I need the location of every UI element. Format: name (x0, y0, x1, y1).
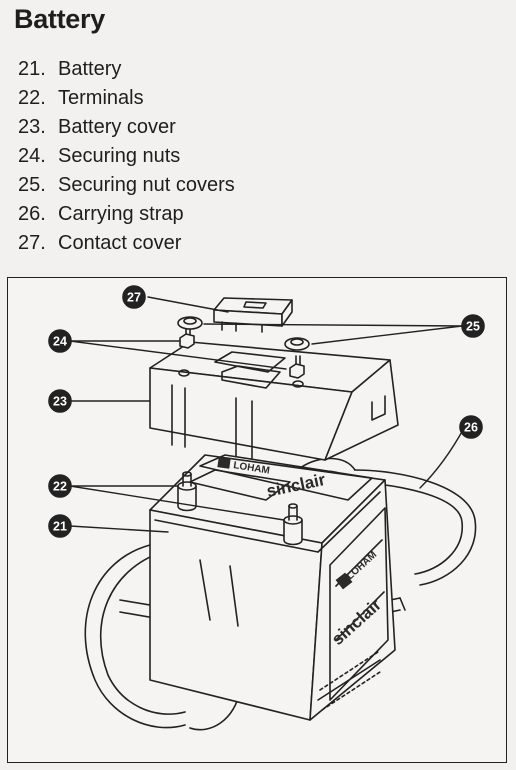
part-item: 21. Battery (18, 55, 235, 84)
part-number: 22. (18, 87, 46, 109)
part-number: 25. (18, 174, 46, 196)
terminals (177, 471, 303, 546)
part-label: Securing nuts (58, 145, 181, 167)
callout-21: 21 (48, 514, 72, 538)
callout-number: 25 (466, 320, 480, 334)
part-number: 27. (18, 232, 46, 254)
callout-26: 26 (459, 415, 483, 439)
callout-23: 23 (48, 389, 72, 413)
callout-number: 21 (53, 520, 67, 534)
callout-22: 22 (48, 474, 72, 498)
part-label: Securing nut covers (58, 174, 235, 196)
callout-number: 22 (53, 480, 67, 494)
part-number: 23. (18, 116, 46, 138)
contact-cover (213, 297, 293, 333)
battery-body (149, 454, 396, 721)
part-label: Carrying strap (58, 203, 184, 225)
part-number: 24. (18, 145, 46, 167)
securing-nuts (179, 325, 305, 379)
callout-number: 27 (127, 291, 141, 305)
part-label: Contact cover (58, 232, 182, 254)
callout-24: 24 (48, 329, 72, 353)
callout-25: 25 (461, 314, 485, 338)
part-label: Battery (58, 58, 122, 80)
part-item: 23. Battery cover (18, 113, 235, 142)
parts-list: 21. Battery 22. Terminals 23. Battery cover… (18, 55, 235, 258)
battery-cover (149, 341, 399, 461)
callout-number: 24 (53, 335, 67, 349)
leader-lines (69, 296, 465, 533)
part-number: 21. (18, 58, 46, 80)
part-item: 26. Carrying strap (18, 200, 235, 229)
part-item: 25. Securing nut covers (18, 171, 235, 200)
part-item: 27. Contact cover (18, 229, 235, 258)
page-title: Battery (14, 4, 105, 34)
part-item: 24. Securing nuts (18, 142, 235, 171)
part-number: 26. (18, 203, 46, 225)
part-label: Terminals (58, 87, 144, 109)
part-label: Battery cover (58, 116, 176, 138)
callout-number: 23 (53, 395, 67, 409)
part-item: 22. Terminals (18, 84, 235, 113)
securing-nut-covers (177, 316, 310, 351)
callout-27: 27 (122, 285, 146, 309)
callout-number: 26 (464, 421, 478, 435)
